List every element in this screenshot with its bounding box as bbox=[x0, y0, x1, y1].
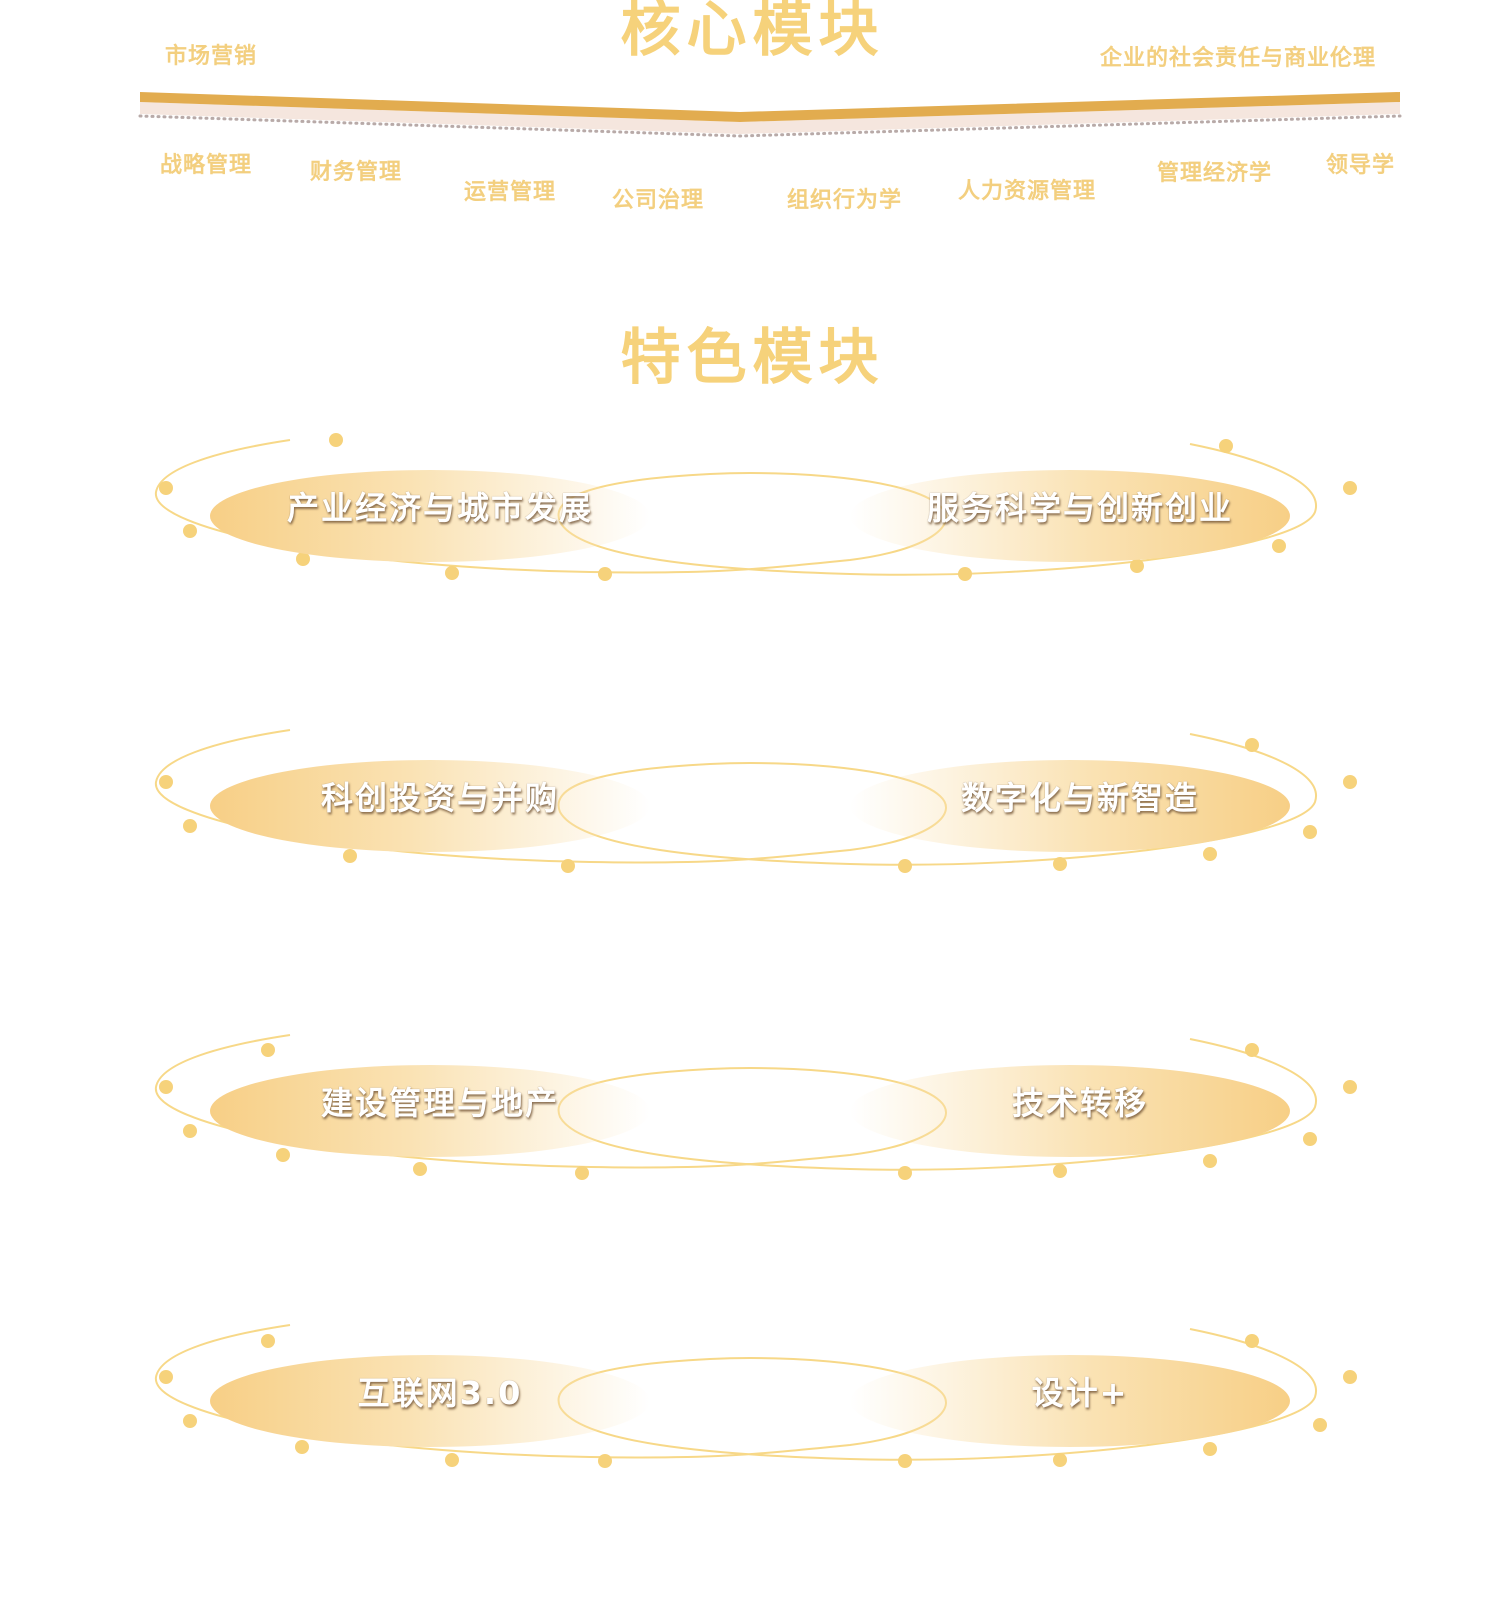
feature-module-pill-right bbox=[850, 470, 1290, 562]
core-modules-divider bbox=[138, 92, 1402, 138]
core-module-finance: 财务管理 bbox=[310, 160, 403, 185]
core-module-hr: 人力资源管理 bbox=[958, 179, 1097, 204]
feature-row: 建设管理与地产 技术转移 bbox=[150, 1034, 1357, 1185]
feature-module-tech-transfer: 技术转移 bbox=[1011, 1084, 1148, 1122]
feature-row: 互联网3.0 设计+ bbox=[150, 1324, 1357, 1475]
core-module-managerial-economics: 管理经济学 bbox=[1157, 161, 1273, 186]
core-module-governance: 公司治理 bbox=[612, 188, 705, 213]
feature-module-digital-manufacturing: 数字化与新智造 bbox=[960, 779, 1199, 817]
feature-module-construction-realestate: 建设管理与地产 bbox=[320, 1084, 559, 1122]
core-module-organizational-behavior: 组织行为学 bbox=[787, 188, 903, 213]
feature-row: 科创投资与并购 数字化与新智造 bbox=[150, 729, 1357, 880]
core-module-operations: 运营管理 bbox=[464, 180, 557, 205]
core-module-marketing: 市场营销 bbox=[165, 44, 258, 69]
feature-module-pill-left bbox=[210, 760, 650, 852]
core-module-csr-ethics: 企业的社会责任与商业伦理 bbox=[1100, 46, 1377, 71]
feature-module-pill-left bbox=[210, 1355, 650, 1447]
feature-module-pill-left bbox=[210, 470, 650, 562]
feature-module-design-plus: 设计+ bbox=[1031, 1374, 1129, 1412]
feature-module-pill-left bbox=[210, 1065, 650, 1157]
feature-module-pill-right bbox=[850, 1355, 1290, 1447]
feature-module-service-innovation: 服务科学与创新创业 bbox=[926, 489, 1233, 527]
feature-modules-title: 特色模块 bbox=[620, 323, 885, 393]
core-module-strategy: 战略管理 bbox=[160, 153, 253, 178]
feature-module-pill-right bbox=[850, 1065, 1290, 1157]
feature-module-industrial-economics: 产业经济与城市发展 bbox=[286, 489, 593, 527]
feature-module-internet-3: 互联网3.0 bbox=[357, 1374, 523, 1412]
feature-module-pill-right bbox=[850, 760, 1290, 852]
feature-module-tech-investment: 科创投资与并购 bbox=[320, 779, 559, 817]
feature-row: 产业经济与城市发展 服务科学与创新创业 bbox=[150, 433, 1357, 590]
core-module-leadership: 领导学 bbox=[1326, 153, 1396, 178]
core-modules-title: 核心模块 bbox=[620, 0, 885, 65]
